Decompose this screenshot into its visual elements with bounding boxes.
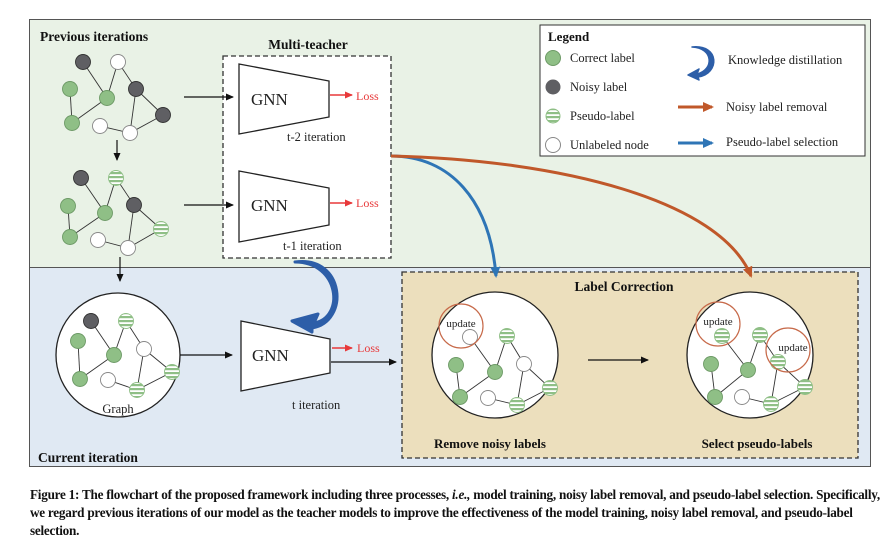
legend: Legend Correct label Noisy label Pseudo-… — [539, 24, 866, 157]
legend-title: Legend — [548, 29, 590, 44]
legend-removal-label: Noisy label removal — [726, 100, 828, 114]
correct-node — [99, 90, 115, 106]
legend-selection-label: Pseudo-label selection — [726, 135, 839, 149]
pseudo-node — [118, 313, 134, 329]
remove-noisy-labels-label: Remove noisy labels — [434, 436, 546, 451]
legend-correct-icon — [545, 50, 561, 66]
correct-node — [97, 205, 113, 221]
legend-unlabeled-icon — [545, 137, 561, 153]
update-ring — [438, 303, 484, 349]
update-label: update — [446, 318, 475, 330]
unlabeled-node — [136, 341, 152, 357]
iteration-label: t iteration — [292, 398, 341, 412]
unlabeled-node — [120, 240, 136, 256]
pseudo-node — [153, 221, 169, 237]
unlabeled-node — [480, 390, 496, 406]
legend-correct-label: Correct label — [570, 51, 635, 65]
correct-node — [740, 362, 756, 378]
gnn-model-t-1: GNN Loss t-1 iteration — [238, 170, 379, 253]
graph-previous-1 — [62, 54, 171, 141]
legend-pseudo-icon — [545, 108, 561, 124]
noisy-node — [126, 197, 142, 213]
legend-noisy-label: Noisy label — [570, 80, 628, 94]
noisy-label-removal-arrow — [390, 154, 753, 278]
noisy-node — [83, 313, 99, 329]
update-ring — [695, 301, 741, 347]
select-graph-circle — [686, 291, 814, 419]
unlabeled-node — [122, 125, 138, 141]
correct-node — [72, 371, 88, 387]
update-ring — [765, 327, 811, 373]
loss-label: Loss — [357, 341, 380, 355]
unlabeled-node — [734, 389, 750, 405]
correct-node — [487, 364, 503, 380]
gnn-model-t: GNN Loss t iteration — [240, 320, 380, 412]
iteration-label: t-1 iteration — [283, 239, 342, 253]
graph-select — [703, 327, 813, 412]
noisy-node — [73, 170, 89, 186]
unlabeled-node — [92, 118, 108, 134]
remove-graph-circle — [431, 291, 559, 419]
iteration-label: t-2 iteration — [287, 130, 346, 144]
correct-node — [707, 389, 723, 405]
current-iteration-title: Current iteration — [38, 450, 138, 465]
correct-node — [70, 333, 86, 349]
correct-node — [62, 81, 78, 97]
correct-node — [448, 357, 464, 373]
correct-node — [62, 229, 78, 245]
pseudo-node — [499, 328, 515, 344]
label-correction-title: Label Correction — [574, 279, 674, 294]
noisy-node — [128, 81, 144, 97]
unlabeled-node — [100, 372, 116, 388]
update-label: update — [703, 316, 732, 328]
unlabeled-node — [462, 329, 478, 345]
select-pseudo-labels-label: Select pseudo-labels — [702, 436, 813, 451]
correct-node — [60, 198, 76, 214]
pseudo-node — [108, 170, 124, 186]
graph-previous-2 — [60, 170, 169, 256]
update-label: update — [778, 342, 807, 354]
svg-text:GNN: GNN — [251, 196, 288, 215]
caption-ie: i.e., — [452, 487, 471, 502]
caption-suffix: model training, noisy label removal, and… — [30, 487, 880, 538]
pseudo-node — [797, 379, 813, 395]
correct-node — [703, 356, 719, 372]
caption-prefix: Figure 1: The flowchart of the proposed … — [30, 487, 453, 502]
framework-diagram: Previous iterations Current iteration Mu… — [29, 19, 871, 467]
noisy-node — [75, 54, 91, 70]
figure-caption: Figure 1: The flowchart of the proposed … — [30, 486, 880, 540]
legend-distill-icon — [687, 46, 715, 81]
pseudo-node — [763, 396, 779, 412]
legend-noisy-icon — [545, 79, 561, 95]
gnn-model-t-2: GNN Loss t-2 iteration — [238, 63, 379, 144]
previous-iterations-title: Previous iterations — [40, 29, 148, 44]
unlabeled-node — [110, 54, 126, 70]
noisy-node — [155, 107, 171, 123]
legend-distill-label: Knowledge distillation — [728, 53, 843, 67]
pseudo-node — [129, 382, 145, 398]
graph-label: Graph — [102, 402, 134, 416]
knowledge-distillation-arrow — [290, 260, 339, 334]
correct-node — [64, 115, 80, 131]
pseudo-node — [509, 397, 525, 413]
svg-text:GNN: GNN — [251, 90, 288, 109]
pseudo-node — [164, 364, 180, 380]
pseudo-node — [770, 354, 786, 370]
correct-node — [106, 347, 122, 363]
pseudo-node — [752, 327, 768, 343]
graph-current — [70, 313, 180, 398]
legend-unlabeled-label: Unlabeled node — [570, 138, 649, 152]
unlabeled-node — [90, 232, 106, 248]
pseudo-node — [542, 380, 558, 396]
graph-remove — [448, 328, 558, 413]
unlabeled-node — [516, 356, 532, 372]
correct-node — [452, 389, 468, 405]
loss-label: Loss — [356, 89, 379, 103]
multi-teacher-title: Multi-teacher — [268, 37, 347, 52]
pseudo-node — [714, 328, 730, 344]
loss-label: Loss — [356, 196, 379, 210]
svg-text:GNN: GNN — [252, 346, 289, 365]
legend-pseudo-label: Pseudo-label — [570, 109, 635, 123]
